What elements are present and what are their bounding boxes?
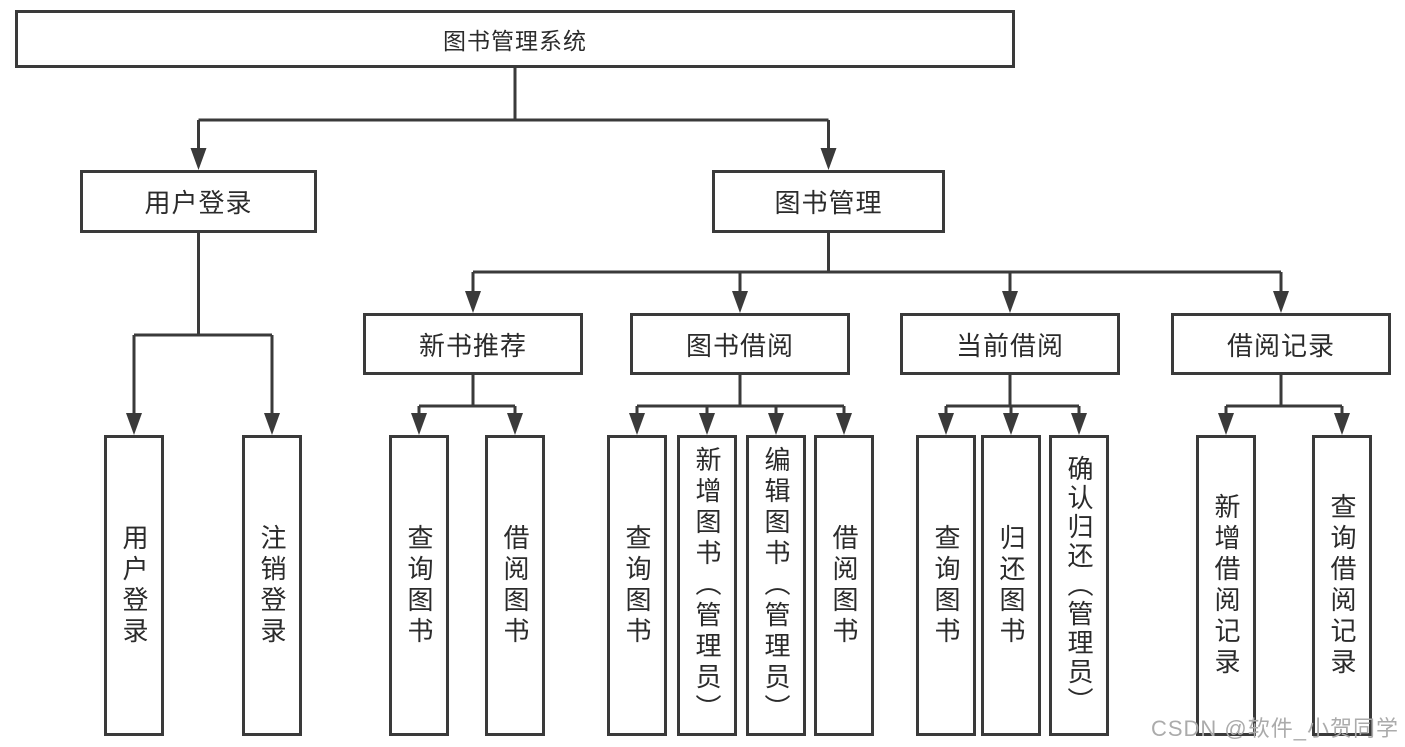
arrowhead-down-icon	[938, 413, 954, 435]
leaf-newbook-borrow-books: 借阅图书	[485, 435, 545, 736]
leaf-current-confirm-return-admin: 确认归还（管理员）	[1049, 435, 1109, 736]
arrowhead-down-icon	[190, 148, 207, 170]
leaf-borrow-add-books-admin: 新增图书（管理员）	[677, 435, 737, 736]
leaf-current-return-books: 归还图书	[981, 435, 1041, 736]
leaf-record-add: 新增借阅记录	[1196, 435, 1256, 736]
arrowhead-down-icon	[507, 413, 523, 435]
arrowhead-down-icon	[411, 413, 427, 435]
leaf-newbook-query-books: 查询图书	[389, 435, 449, 736]
arrowhead-down-icon	[1334, 413, 1350, 435]
leaf-logout: 注销登录	[242, 435, 302, 736]
arrowhead-down-icon	[465, 291, 481, 313]
connector-trunk-path	[134, 68, 1342, 408]
arrowhead-down-icon	[126, 413, 142, 435]
leaf-borrow-edit-books-admin: 编辑图书（管理员）	[746, 435, 806, 736]
arrowhead-down-icon	[1071, 413, 1087, 435]
arrowhead-down-icon	[732, 291, 748, 313]
arrowhead-down-icon	[264, 413, 280, 435]
leaf-user-login: 用户登录	[104, 435, 164, 736]
arrowhead-down-icon	[629, 413, 645, 435]
node-book-borrow: 图书借阅	[630, 313, 850, 375]
watermark: CSDN @软件_小贺同学	[1150, 716, 1399, 741]
arrowhead-down-icon	[699, 413, 715, 435]
leaf-record-query: 查询借阅记录	[1312, 435, 1372, 736]
leaf-borrow-query-books: 查询图书	[607, 435, 667, 736]
leaf-borrow-lend-books: 借阅图书	[814, 435, 874, 736]
node-current-borrow: 当前借阅	[900, 313, 1120, 375]
node-book-management: 图书管理	[712, 170, 945, 233]
arrowhead-down-icon	[1003, 413, 1019, 435]
arrowhead-down-icon	[1218, 413, 1234, 435]
node-borrow-record: 借阅记录	[1171, 313, 1391, 375]
node-root: 图书管理系统	[15, 10, 1015, 68]
arrowhead-down-icon	[836, 413, 852, 435]
leaf-current-query-books: 查询图书	[916, 435, 976, 736]
arrowhead-down-icon	[1002, 291, 1018, 313]
arrowhead-down-icon	[820, 148, 837, 170]
node-user-login: 用户登录	[80, 170, 317, 233]
node-new-book-recommend: 新书推荐	[363, 313, 583, 375]
arrowhead-down-icon	[768, 413, 784, 435]
arrowhead-down-icon	[1273, 291, 1289, 313]
